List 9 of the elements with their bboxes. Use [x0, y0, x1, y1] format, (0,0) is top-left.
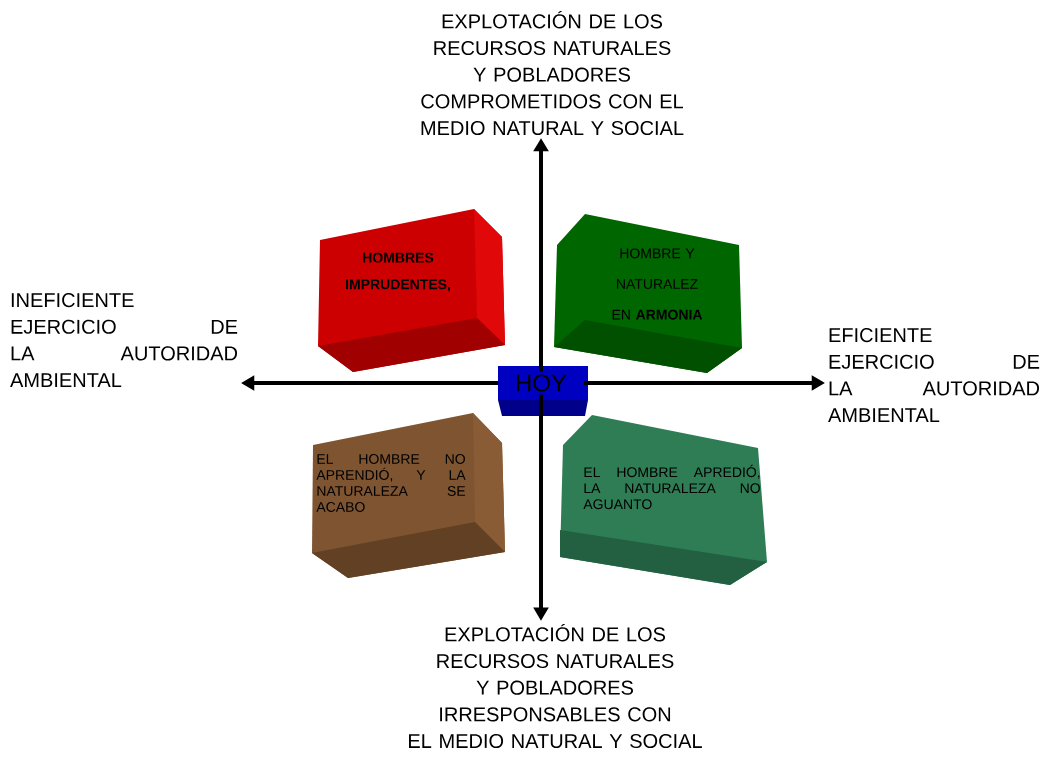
axis-label: EXPLOTACIÓN DE LOS RECURSOS NATURALES Y POBLADORES IRRESPONSABLES CON EL MEDIO NATURAL Y SOCIAL [409, 623, 702, 749]
axis-label: INEFICIENTE EJERCICIO DE LA AUTORIDAD AMBIENTAL [10, 293, 238, 387]
cube-box: HOMBRES IMPRUDENTES, [318, 209, 505, 372]
cube-box: HOMBRE Y NATURALEZ EN ARMONIA [554, 214, 742, 373]
axis-label: EXPLOTACIÓN DE LOS RECURSOS NATURALES Y POBLADORES COMPROMETIDOS CON EL MEDIO NATURAL Y SOCIAL [421, 10, 684, 136]
hoy-box: HOY [498, 366, 588, 416]
cube-box: EL HOMBRE APREDIÓ, LA NATURALEZA NO AGUANTO [560, 415, 767, 585]
cube-box: EL HOMBRE NO APRENDIÓ, Y LA NATURALEZA SE ACABO [312, 413, 505, 578]
axis-label: EFICIENTE EJERCICIO DE LA AUTORIDAD AMBIENTAL [828, 328, 1040, 422]
